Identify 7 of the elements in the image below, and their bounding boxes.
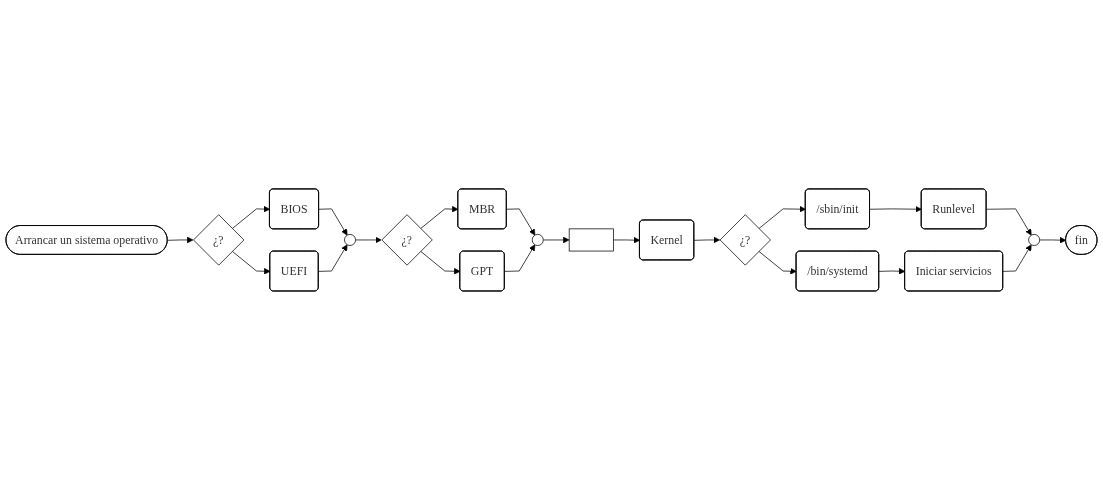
node-circle [344, 234, 356, 246]
node-diamond: ¿? [719, 214, 771, 266]
node-circle [1028, 234, 1041, 246]
node-diamond: ¿? [193, 214, 245, 266]
node-circle [531, 234, 544, 246]
node-diamond: ¿? [381, 214, 433, 266]
node-box [568, 228, 614, 252]
